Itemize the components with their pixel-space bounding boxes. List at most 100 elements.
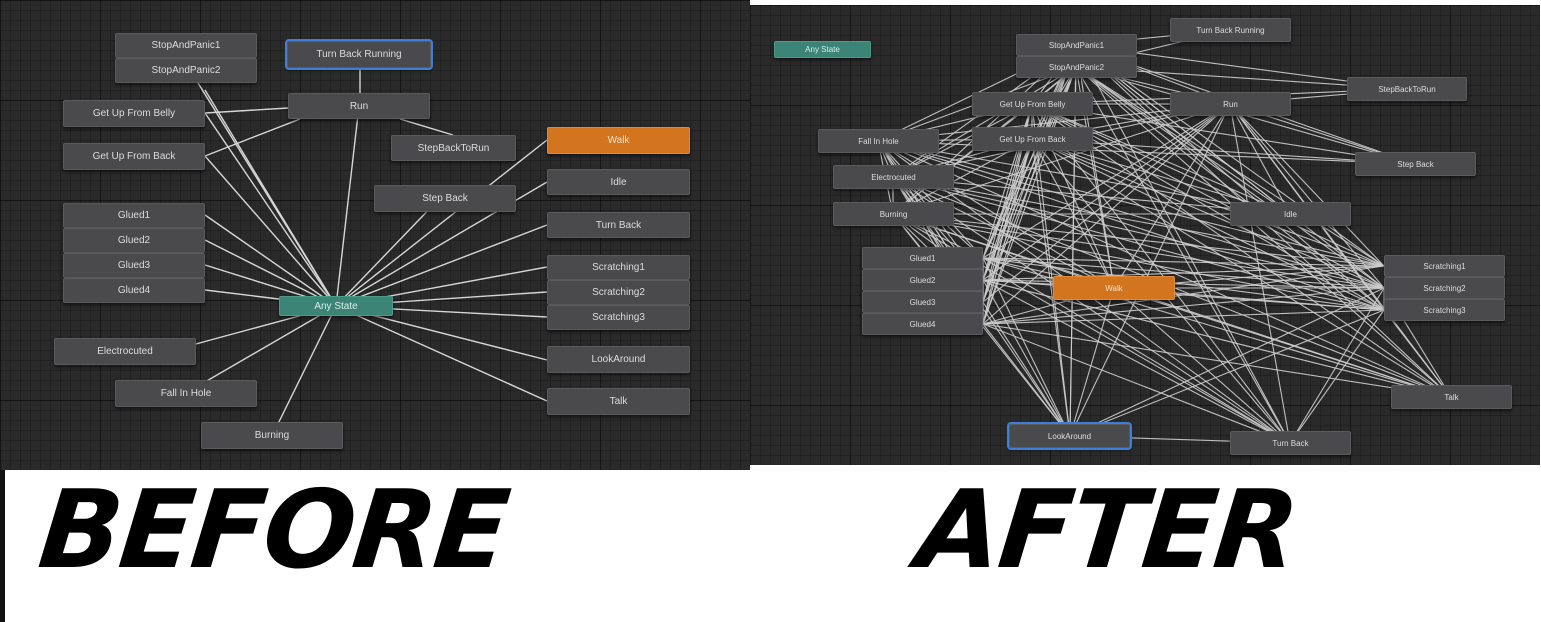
transition-line (1069, 103, 1231, 437)
state-look-around[interactable]: LookAround (547, 346, 690, 373)
state-stop-and-panic-2[interactable]: StopAndPanic2 (1016, 56, 1137, 78)
transition-line (1069, 287, 1115, 437)
transition-line (399, 118, 454, 136)
state-walk-default[interactable]: Walk (547, 127, 690, 154)
state-glued-2[interactable]: Glued2 (63, 228, 205, 253)
transition-line (1075, 44, 1385, 267)
before-animator-graph[interactable]: StopAndPanic1 StopAndPanic2 Turn Back Ru… (0, 0, 750, 470)
state-scratching-1[interactable]: Scratching1 (1384, 255, 1505, 277)
state-talk[interactable]: Talk (1391, 385, 1512, 409)
state-get-up-from-back[interactable]: Get Up From Back (63, 143, 205, 170)
transition-line (1229, 103, 1291, 215)
state-glued-4[interactable]: Glued4 (862, 313, 983, 335)
transition-line (982, 309, 1385, 325)
state-get-up-from-back[interactable]: Get Up From Back (972, 127, 1093, 151)
state-any-state[interactable]: Any State (279, 296, 393, 316)
state-step-back-to-run[interactable]: StepBackToRun (1347, 77, 1467, 101)
transition-line (1031, 103, 1452, 398)
transition-line (1069, 287, 1385, 437)
transition-line (1229, 103, 1452, 398)
transition-line (1075, 66, 1291, 215)
state-burning[interactable]: Burning (201, 422, 343, 449)
transition-line (1075, 66, 1291, 444)
state-run[interactable]: Run (1170, 92, 1291, 116)
state-electrocuted[interactable]: Electrocuted (54, 338, 196, 365)
transition-line (982, 323, 1071, 437)
transition-line (271, 305, 337, 437)
state-turn-back[interactable]: Turn Back (547, 212, 690, 238)
transition-line (1075, 44, 1115, 289)
state-get-up-from-belly[interactable]: Get Up From Belly (972, 92, 1093, 116)
state-scratching-2[interactable]: Scratching2 (547, 280, 690, 305)
state-electrocuted[interactable]: Electrocuted (833, 165, 954, 189)
transition-line (982, 138, 1033, 259)
state-burning[interactable]: Burning (833, 202, 954, 226)
transition-line (892, 66, 1077, 178)
transition-line (1289, 309, 1385, 444)
transition-line (982, 257, 1385, 267)
state-look-around[interactable]: LookAround (1009, 424, 1130, 448)
transition-line (982, 138, 1033, 303)
transition-line (982, 279, 1385, 289)
transition-line (982, 257, 1385, 289)
transition-line (982, 138, 1033, 281)
state-scratching-3[interactable]: Scratching3 (547, 305, 690, 330)
left-border-bar (0, 470, 5, 622)
transition-line (1075, 66, 1452, 398)
state-fall-in-hole[interactable]: Fall In Hole (818, 129, 939, 153)
state-idle[interactable]: Idle (1230, 202, 1351, 226)
state-any-state[interactable]: Any State (774, 41, 871, 58)
state-glued-1[interactable]: Glued1 (862, 247, 983, 269)
state-get-up-from-belly[interactable]: Get Up From Belly (63, 100, 205, 127)
transition-line (982, 265, 1385, 325)
transition-line (982, 257, 1385, 311)
state-scratching-1[interactable]: Scratching1 (547, 255, 690, 280)
state-run[interactable]: Run (288, 93, 430, 119)
transition-line (204, 112, 337, 307)
state-scratching-2[interactable]: Scratching2 (1384, 277, 1505, 299)
state-turn-back-running[interactable]: Turn Back Running (1170, 18, 1291, 42)
transition-line (1031, 103, 1291, 444)
state-turn-back-running[interactable]: Turn Back Running (287, 41, 431, 68)
state-turn-back[interactable]: Turn Back (1230, 431, 1351, 455)
state-glued-4[interactable]: Glued4 (63, 278, 205, 303)
state-glued-3[interactable]: Glued3 (63, 253, 205, 278)
transition-line (982, 44, 1077, 303)
transition-line (204, 89, 337, 307)
transition-line (877, 140, 984, 259)
transition-line (982, 279, 1291, 444)
state-stop-and-panic-1[interactable]: StopAndPanic1 (1016, 34, 1137, 56)
state-step-back[interactable]: Step Back (374, 185, 516, 212)
transition-line (1075, 44, 1385, 289)
state-talk[interactable]: Talk (547, 388, 690, 415)
state-stop-and-panic-1[interactable]: StopAndPanic1 (115, 33, 257, 58)
transition-line (204, 214, 337, 307)
state-stop-and-panic-2[interactable]: StopAndPanic2 (115, 58, 257, 83)
transition-line (982, 44, 1077, 281)
state-glued-3[interactable]: Glued3 (862, 291, 983, 313)
state-fall-in-hole[interactable]: Fall In Hole (115, 380, 257, 407)
state-glued-2[interactable]: Glued2 (862, 269, 983, 291)
transition-line (1069, 66, 1077, 437)
transition-line (1229, 103, 1385, 289)
after-animator-graph[interactable]: Any State StopAndPanic1 StopAndPanic2 Tu… (750, 5, 1540, 465)
transition-line (1075, 44, 1385, 311)
state-step-back[interactable]: Step Back (1355, 152, 1476, 176)
transition-line (1289, 287, 1385, 444)
transition-line (335, 224, 548, 307)
transition-line (982, 138, 1033, 325)
before-caption: BEFORE (33, 468, 514, 593)
transition-line (204, 155, 337, 307)
state-step-back-to-run[interactable]: StepBackToRun (391, 135, 516, 161)
transition-line (982, 279, 1071, 437)
transition-line (1113, 287, 1291, 444)
transition-line (982, 287, 1385, 325)
transition-line (204, 107, 289, 114)
state-idle[interactable]: Idle (547, 169, 690, 195)
transition-line (1031, 103, 1291, 215)
transition-line (982, 265, 1385, 281)
state-walk-default[interactable]: Walk (1053, 276, 1175, 300)
state-scratching-3[interactable]: Scratching3 (1384, 299, 1505, 321)
state-glued-1[interactable]: Glued1 (63, 203, 205, 228)
transition-line (204, 118, 301, 157)
